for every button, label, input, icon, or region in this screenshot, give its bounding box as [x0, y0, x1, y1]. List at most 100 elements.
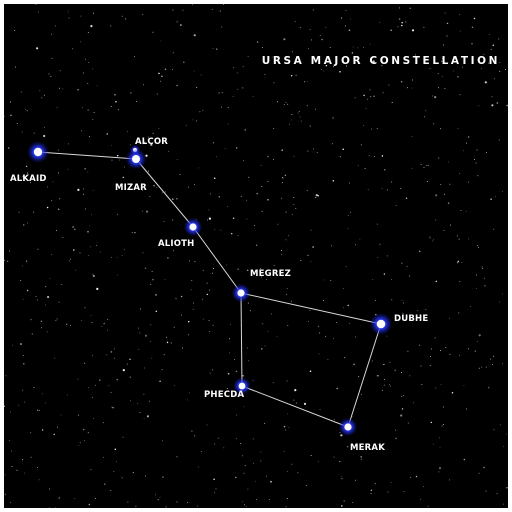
- background-star: [46, 186, 48, 188]
- background-star: [290, 300, 292, 302]
- background-star: [430, 356, 432, 358]
- background-star: [91, 354, 93, 356]
- background-star: [196, 120, 198, 122]
- background-star: [151, 270, 153, 272]
- background-star: [173, 326, 175, 328]
- background-star: [456, 235, 458, 237]
- background-star: [345, 25, 347, 27]
- background-star: [321, 69, 323, 70]
- background-star: [417, 310, 419, 311]
- background-star: [122, 369, 125, 372]
- background-star: [313, 148, 315, 150]
- background-star: [321, 38, 323, 41]
- background-star: [504, 69, 506, 70]
- background-star: [415, 475, 418, 478]
- background-star: [84, 307, 86, 309]
- background-star: [401, 300, 403, 302]
- background-star: [220, 106, 222, 108]
- background-star: [370, 96, 372, 98]
- star-dubhe: [369, 312, 393, 336]
- background-star: [65, 323, 68, 326]
- background-star: [229, 352, 230, 354]
- background-star: [287, 235, 289, 237]
- background-star: [191, 280, 193, 282]
- background-star: [386, 335, 388, 337]
- background-star: [388, 84, 390, 86]
- background-star: [474, 159, 476, 160]
- background-star: [349, 182, 350, 184]
- background-star: [114, 448, 117, 450]
- background-star: [323, 70, 325, 72]
- background-star: [142, 210, 144, 212]
- background-star: [96, 287, 99, 290]
- background-star: [286, 380, 288, 382]
- background-star: [66, 394, 68, 396]
- background-star: [213, 268, 215, 270]
- background-star: [84, 167, 86, 170]
- background-star: [481, 366, 483, 368]
- background-star: [371, 128, 373, 130]
- background-star: [363, 125, 365, 127]
- background-star: [115, 101, 117, 103]
- background-star: [192, 4, 194, 6]
- background-star: [101, 325, 103, 327]
- background-star: [281, 250, 282, 251]
- background-star: [407, 350, 409, 352]
- background-star: [92, 274, 95, 278]
- background-star: [427, 505, 429, 507]
- background-star: [285, 211, 287, 213]
- background-star: [91, 322, 93, 324]
- background-star: [368, 155, 370, 157]
- background-star: [45, 402, 46, 404]
- background-star: [285, 239, 287, 241]
- background-star: [492, 44, 495, 46]
- background-star: [229, 338, 230, 340]
- star-core: [33, 147, 43, 157]
- background-star: [139, 411, 141, 413]
- background-star: [332, 117, 334, 119]
- background-star: [459, 173, 461, 174]
- background-star: [106, 133, 108, 135]
- background-star: [94, 497, 96, 499]
- background-star: [281, 177, 284, 179]
- background-star: [134, 55, 135, 57]
- background-star: [409, 375, 411, 377]
- background-star: [211, 8, 213, 10]
- background-star: [390, 482, 392, 484]
- background-star: [260, 165, 262, 166]
- background-star: [358, 376, 360, 377]
- background-star: [449, 183, 451, 185]
- background-star: [116, 461, 117, 463]
- background-star: [401, 395, 403, 397]
- background-star: [327, 359, 329, 361]
- background-star: [157, 499, 159, 501]
- background-star: [360, 458, 362, 460]
- background-star: [149, 400, 150, 402]
- background-star: [323, 279, 325, 281]
- background-star: [41, 429, 44, 431]
- background-star: [297, 112, 299, 114]
- background-star: [364, 168, 366, 170]
- background-star: [49, 277, 51, 279]
- background-star: [20, 280, 22, 282]
- background-star: [405, 21, 407, 23]
- background-star: [264, 423, 266, 424]
- background-star: [478, 105, 480, 107]
- star-megrez: [231, 283, 251, 303]
- background-star: [447, 161, 449, 163]
- background-star: [466, 408, 468, 410]
- background-star: [188, 186, 190, 188]
- background-star: [172, 219, 174, 221]
- background-star: [405, 197, 408, 200]
- background-star: [383, 273, 386, 275]
- background-star: [270, 480, 272, 483]
- background-star: [441, 76, 443, 78]
- background-star: [372, 60, 375, 63]
- constellation-star-labels: ALKAIDALCORMIZARALIOTHMEGREZDUBHEPHECDAM…: [10, 137, 428, 453]
- background-star: [386, 189, 388, 191]
- background-star: [58, 172, 60, 174]
- background-star: [22, 175, 24, 178]
- background-star: [400, 188, 402, 190]
- background-star: [244, 504, 245, 506]
- background-star: [246, 269, 249, 271]
